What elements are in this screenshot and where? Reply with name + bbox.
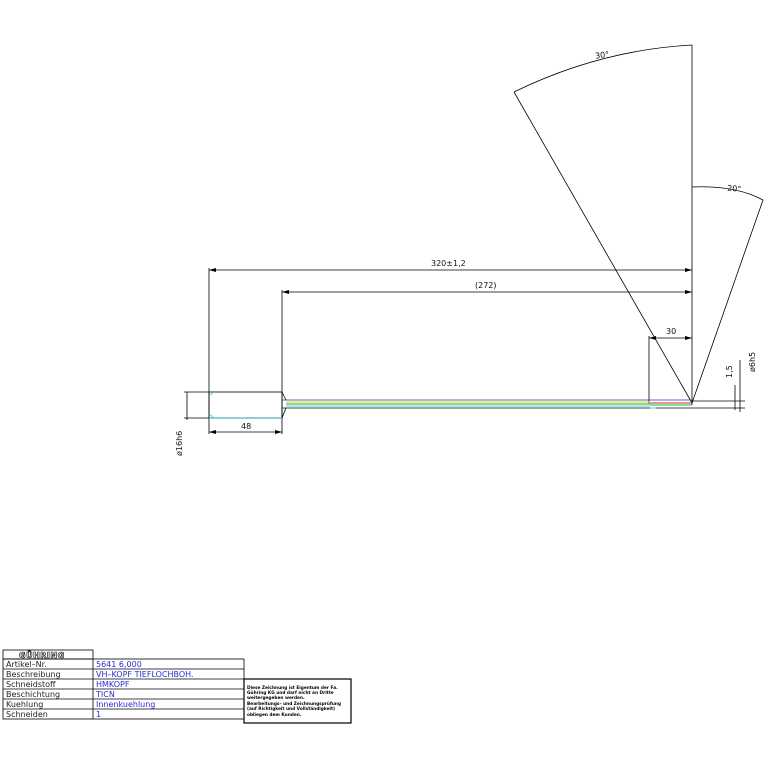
angle-30-leg — [513, 91, 693, 404]
shank-cyan-chamfer — [208, 391, 215, 397]
title-table — [2, 658, 245, 720]
shank-outline — [208, 391, 283, 419]
notice-line: Diese Zeichnung ist Eigentum der Fa. — [247, 685, 338, 691]
row-label-cutting-edges: Schneiden — [6, 710, 48, 719]
head-offset-label: 1,5 — [725, 365, 734, 378]
arrow — [685, 336, 692, 340]
row-label-description: Beschreibung — [6, 670, 61, 679]
row-label-coating: Beschichtung — [6, 690, 60, 699]
row-value-description: VH–KOPF TIEFLOCHBOH. — [96, 670, 194, 679]
shank-cyan-chamfer-bottom — [208, 413, 215, 419]
notice-line: (auf Richtigkeit und Vollständigkeit) — [247, 706, 335, 712]
head-length-label: 30 — [666, 327, 676, 336]
angle-20-arc — [691, 186, 764, 201]
dimension-labels: 30° 20° 320±1,2 (272) 30 48 1,5 ø6h5 ø16… — [175, 50, 757, 456]
arrow — [282, 290, 289, 294]
arrow — [685, 268, 692, 272]
shank-length-label: 48 — [241, 422, 251, 431]
arrow — [209, 268, 216, 272]
row-value-cooling: Innenkuehlung — [96, 700, 155, 709]
arrow — [275, 430, 282, 434]
row-label-material: Schneidstoff — [6, 680, 56, 689]
angle-20-leg — [691, 199, 764, 404]
angle-30-arc — [513, 44, 693, 93]
title-block: GÜHRING Artikel–Nr. 5641 6,000 Beschreib… — [2, 649, 352, 724]
notice-line: Gühring KG und darf nicht an Dritte — [247, 690, 334, 696]
transition-bottom — [281, 407, 287, 419]
row-value-material: HMKOPF — [96, 680, 130, 689]
company-logo: GÜHRING — [19, 650, 65, 660]
row-value-cutting-edges: 1 — [96, 710, 101, 719]
angle-20-label: 20° — [727, 184, 742, 194]
head-diameter-label: ø6h5 — [748, 352, 757, 372]
arrow — [649, 336, 656, 340]
row-label-article: Artikel–Nr. — [6, 660, 47, 669]
angle-30-label: 30° — [594, 50, 609, 61]
row-value-article: 5641 6,000 — [96, 660, 142, 669]
transition-top — [281, 391, 287, 401]
notice-line: Bearbeitungs– und Zeichnungsprüfung — [247, 701, 341, 707]
arrow — [685, 290, 692, 294]
notice-line: obliegen dem Kunden. — [247, 712, 302, 718]
tool-drawing — [184, 44, 764, 434]
shank-diameter-label: ø16h6 — [175, 431, 184, 456]
ownership-notice-box — [243, 678, 352, 724]
row-value-coating: TICN — [95, 690, 115, 699]
row-label-cooling: Kuehlung — [6, 700, 43, 709]
overall-length-label: 320±1,2 — [431, 259, 466, 268]
notice-line: weitergegeben werden. — [247, 695, 305, 701]
arrow — [209, 430, 216, 434]
flute-length-label: (272) — [475, 281, 497, 290]
